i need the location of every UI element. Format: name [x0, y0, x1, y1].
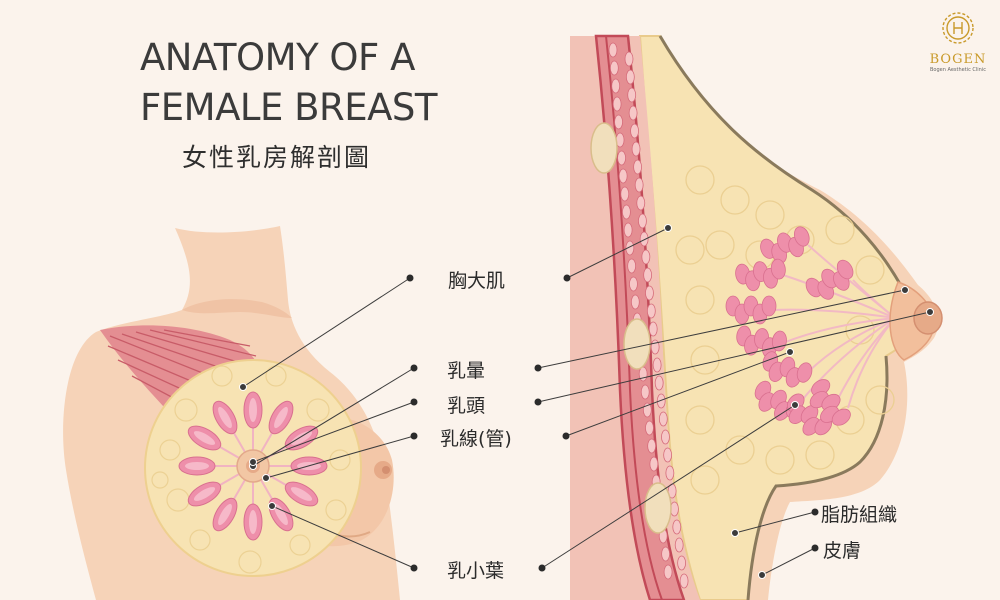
leader-skin-target-dot — [758, 571, 766, 579]
leader-nipple-side — [537, 311, 931, 403]
front-lobules — [178, 391, 328, 541]
leader-nipple-side-label-dot — [534, 398, 542, 406]
leader-skin-label-dot — [811, 544, 819, 552]
leader-areola-side-label-dot — [534, 364, 542, 372]
leader-lobule-side — [541, 404, 796, 569]
leader-pectoralis-front-label-dot — [406, 274, 414, 282]
side-lobule — [805, 259, 854, 300]
front-lobule — [178, 456, 239, 476]
leader-dots — [239, 224, 934, 579]
label-fat-tissue: 脂肪組織 — [821, 504, 898, 526]
leader-duct-front — [265, 435, 415, 479]
label-lobule: 乳小葉 — [447, 560, 505, 582]
leader-pectoralis-front — [242, 277, 411, 388]
page-title-line-1: ANATOMY OF A — [140, 36, 415, 79]
leader-areola-front — [252, 367, 415, 467]
front-lobule — [187, 425, 242, 460]
front-lobule — [264, 472, 319, 507]
leader-pectoralis-side-label-dot — [563, 274, 571, 282]
side-lobule — [786, 393, 833, 436]
side-lobule — [725, 295, 777, 325]
leader-areola-front-label-dot — [410, 364, 418, 372]
side-skin-outline — [658, 35, 902, 600]
leader-fat-target-dot — [731, 529, 739, 537]
leader-areola-side-target-dot — [901, 286, 909, 294]
leader-lobule-front-target-dot — [268, 502, 276, 510]
leader-skin — [761, 547, 816, 576]
leader-lobule-front-label-dot — [410, 564, 418, 572]
leader-duct-front-target-dot — [262, 474, 270, 482]
leader-pectoralis-side-target-dot — [664, 224, 672, 232]
side-lobule — [736, 325, 787, 359]
side-lobule — [735, 258, 786, 292]
leader-lobule-side-label-dot — [538, 564, 546, 572]
leader-duct-side — [565, 351, 791, 437]
side-areola — [889, 281, 935, 361]
label-duct: 乳線(管) — [440, 428, 512, 450]
leader-fat — [734, 511, 816, 534]
front-lobule — [212, 400, 247, 455]
page-subtitle: 女性乳房解剖圖 — [182, 143, 372, 172]
leader-lines — [242, 227, 931, 576]
label-pectoralis: 胸大肌 — [448, 270, 506, 292]
label-areola: 乳暈 — [447, 360, 486, 382]
leader-lobule-front — [271, 505, 415, 569]
bogen-logo: BOGEN Bogen Aesthetic Clinic — [920, 10, 996, 82]
side-fat-cells — [675, 165, 895, 495]
leader-pectoralis-front-target-dot — [239, 383, 247, 391]
leader-nipple-side-target-dot — [926, 308, 934, 316]
leader-nipple-front-label-dot — [410, 398, 418, 406]
front-lobule — [243, 391, 263, 452]
leader-pectoralis-side — [566, 227, 669, 279]
logo-tagline: Bogen Aesthetic Clinic — [930, 67, 986, 73]
front-lobule — [243, 480, 263, 541]
label-nipple: 乳頭 — [447, 395, 486, 417]
page-title-line-2: FEMALE BREAST — [140, 86, 438, 129]
side-view-figure — [570, 34, 943, 600]
leader-nipple-front-target-dot — [249, 458, 257, 466]
logo-name: BOGEN — [929, 52, 987, 67]
leader-duct-side-target-dot — [786, 348, 794, 356]
leader-areola-side — [537, 289, 906, 369]
side-lobule — [809, 379, 851, 426]
leader-fat-label-dot — [811, 508, 819, 516]
side-nipple — [913, 301, 943, 335]
leader-lobule-side-target-dot — [791, 401, 799, 409]
neck-shade — [182, 299, 292, 318]
label-skin: 皮膚 — [823, 540, 862, 562]
front-view-figure — [63, 226, 401, 600]
logo-emblem-icon — [942, 12, 974, 44]
front-lobule — [187, 472, 242, 507]
leader-duct-side-label-dot — [562, 432, 570, 440]
front-lobule — [212, 477, 247, 532]
leader-nipple-front — [252, 401, 415, 463]
side-lobule — [762, 351, 813, 388]
side-muscle-texture — [608, 42, 689, 589]
front-lobule — [259, 400, 294, 455]
leader-duct-front-label-dot — [410, 432, 418, 440]
